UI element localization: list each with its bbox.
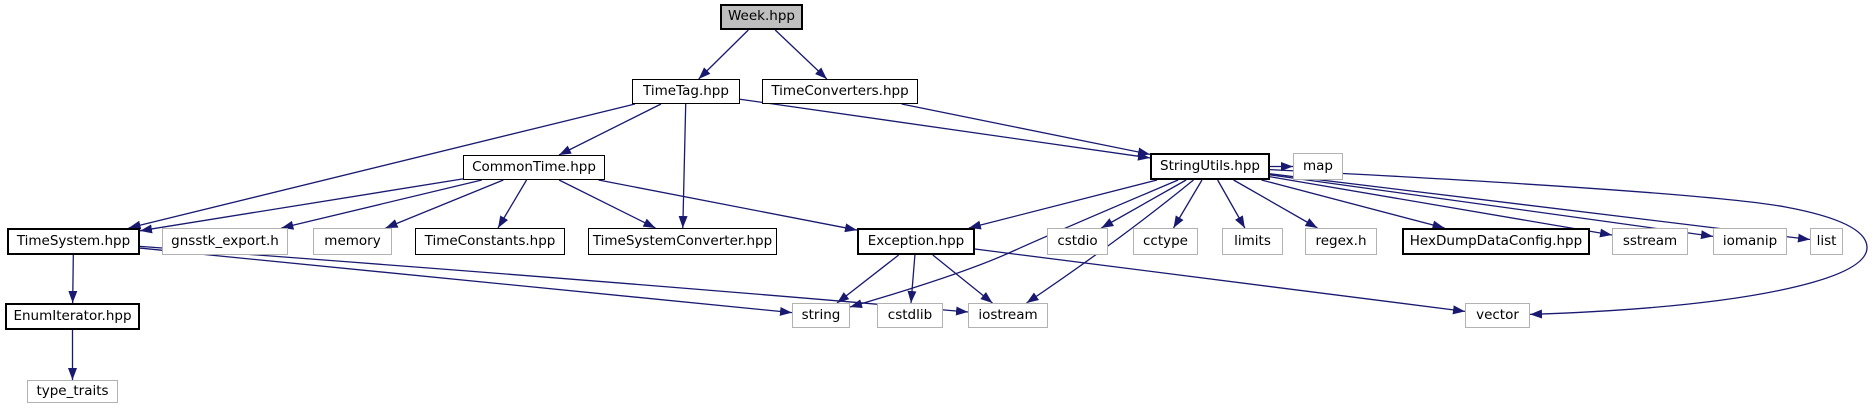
edge-stringutils-to-iomanip bbox=[1269, 174, 1714, 240]
graph-node-timeconstants[interactable]: TimeConstants.hpp bbox=[415, 228, 565, 255]
edge-timetag-to-commontime bbox=[558, 103, 662, 156]
edge-week-to-timetag bbox=[698, 29, 749, 80]
graph-node-iostream: iostream bbox=[968, 303, 1048, 328]
graph-node-limits: limits bbox=[1222, 228, 1283, 255]
graph-node-timetag[interactable]: TimeTag.hpp bbox=[632, 79, 740, 104]
graph-node-iomanip: iomanip bbox=[1713, 228, 1787, 255]
edge-exception-to-string bbox=[836, 254, 900, 304]
graph-node-cstdlib: cstdlib bbox=[877, 303, 943, 328]
graph-node-enumiterator[interactable]: EnumIterator.hpp bbox=[5, 303, 140, 330]
edge-stringutils-to-vector bbox=[1269, 168, 1868, 319]
graph-node-hexdump[interactable]: HexDumpDataConfig.hpp bbox=[1402, 228, 1590, 255]
edge-stringutils-to-sstream bbox=[1269, 176, 1613, 238]
graph-node-vector: vector bbox=[1465, 303, 1530, 328]
graph-node-stringutils[interactable]: StringUtils.hpp bbox=[1150, 153, 1270, 180]
edge-commontime-to-gnsstk_export bbox=[281, 179, 482, 230]
edge-timesystem-to-enumiterator bbox=[68, 254, 78, 304]
edge-stringutils-to-cctype bbox=[1172, 179, 1203, 229]
edge-exception-to-vector bbox=[974, 248, 1466, 315]
graph-node-sstream: sstream bbox=[1612, 228, 1688, 255]
graph-node-list: list bbox=[1810, 228, 1843, 255]
graph-node-gnsstk_export: gnsstk_export.h bbox=[162, 228, 288, 255]
graph-node-exception[interactable]: Exception.hpp bbox=[857, 228, 975, 255]
graph-node-type_traits: type_traits bbox=[27, 380, 118, 403]
graph-node-regex: regex.h bbox=[1305, 228, 1377, 255]
edge-timesystem-to-iostream bbox=[139, 245, 969, 316]
edge-commontime-to-timesystemconverter bbox=[558, 179, 656, 229]
edge-stringutils-to-cstdio bbox=[1101, 179, 1187, 229]
edge-exception-to-cstdlib bbox=[907, 254, 917, 304]
graph-node-memory: memory bbox=[313, 228, 392, 255]
edge-commontime-to-timeconstants bbox=[497, 179, 528, 229]
edge-timeconverters-to-stringutils bbox=[901, 103, 1151, 157]
edge-stringutils-to-exception bbox=[968, 179, 1158, 230]
graph-node-timeconverters[interactable]: TimeConverters.hpp bbox=[762, 79, 918, 104]
graph-node-cstdio: cstdio bbox=[1047, 228, 1108, 255]
edge-stringutils-to-limits bbox=[1217, 179, 1246, 229]
graph-node-string: string bbox=[792, 303, 850, 328]
graph-node-cctype: cctype bbox=[1133, 228, 1198, 255]
graph-node-commontime[interactable]: CommonTime.hpp bbox=[463, 155, 605, 180]
edge-commontime-to-exception bbox=[598, 179, 858, 233]
edge-stringutils-to-regex bbox=[1233, 179, 1318, 229]
edge-stringutils-to-iostream bbox=[1026, 179, 1194, 304]
edge-timetag-to-timesystemconverter bbox=[678, 103, 688, 229]
edge-stringutils-to-hexdump bbox=[1261, 179, 1445, 230]
edge-timetag-to-stringutils bbox=[739, 98, 1151, 161]
graph-node-timesystemconverter[interactable]: TimeSystemConverter.hpp bbox=[588, 228, 777, 255]
edge-week-to-timeconverters bbox=[774, 29, 828, 80]
graph-node-timesystem[interactable]: TimeSystem.hpp bbox=[7, 228, 140, 255]
edge-timesystem-to-string bbox=[139, 247, 793, 316]
edge-commontime-to-memory bbox=[385, 179, 504, 229]
edge-timetag-to-timesystem bbox=[128, 103, 636, 230]
graph-node-week: Week.hpp bbox=[720, 4, 803, 30]
edge-commontime-to-timesystem bbox=[139, 178, 464, 234]
graph-node-map: map bbox=[1293, 153, 1343, 180]
edge-exception-to-iostream bbox=[932, 254, 993, 304]
